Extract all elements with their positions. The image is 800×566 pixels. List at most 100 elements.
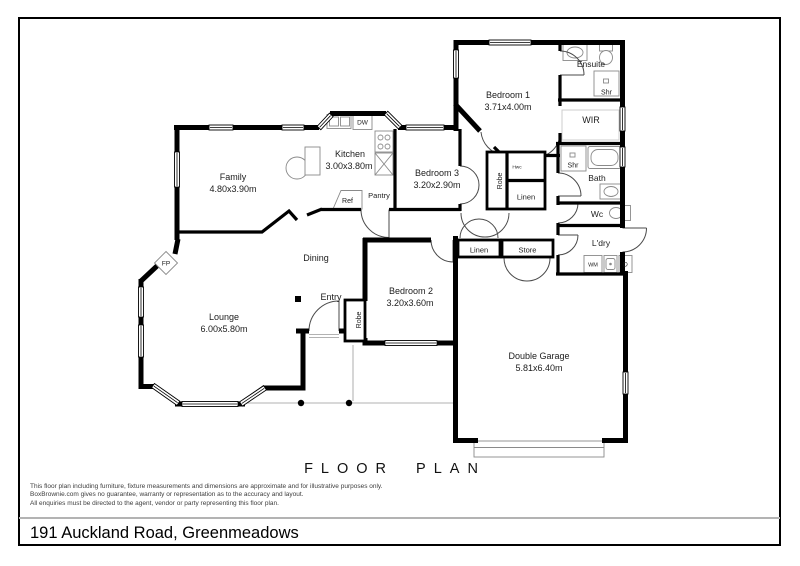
family-room-label: Family	[220, 172, 247, 182]
fireplace	[153, 250, 179, 276]
fireplace-label: FP	[162, 261, 170, 268]
kitchen-door	[360, 209, 390, 238]
window	[174, 151, 180, 188]
washing-machine-label: WM	[588, 263, 598, 269]
dishwasher-label: DW	[357, 120, 369, 127]
labels-layer: Family 4.80x3.90m Lounge 6.00x5.80m Kitc…	[162, 59, 628, 373]
entry-column	[295, 296, 301, 302]
windows-layer	[138, 39, 629, 407]
porch-post	[297, 399, 305, 407]
ensuite-shower-label: Shr	[601, 90, 613, 97]
ensuite-basin	[562, 44, 588, 61]
bath-shower	[560, 145, 587, 172]
window	[238, 385, 268, 407]
window	[619, 146, 626, 168]
bedroom2-door	[430, 239, 454, 263]
bedroom1-room-label: Bedroom 1	[486, 90, 530, 100]
bedroom3-room-label: Bedroom 3	[415, 168, 459, 178]
bedroom2-room-label: Bedroom 2	[389, 286, 433, 296]
bath-basin	[599, 183, 623, 200]
property-address: 191 Auckland Road, Greenmeadows	[30, 523, 299, 542]
garage-linen	[456, 238, 502, 259]
wir-shelving	[561, 109, 620, 141]
wc-door	[557, 202, 579, 224]
disclaimer-text: This floor plan including furniture, fix…	[30, 483, 383, 508]
bath-shower-label: Shr	[568, 163, 580, 170]
window	[619, 106, 626, 132]
closet-boxes	[343, 150, 555, 343]
lounge-room-dims: 6.00x5.80m	[200, 324, 247, 334]
bath-label: Bath	[588, 173, 606, 183]
cooktop	[374, 130, 394, 153]
linen-cupboard-doors	[459, 218, 499, 239]
hall-robe-linen-unit	[485, 150, 547, 211]
dryer-label: D	[623, 262, 628, 269]
window	[384, 340, 438, 346]
window	[138, 324, 144, 358]
garage-room-label: Double Garage	[508, 351, 569, 361]
entry-door	[308, 300, 340, 332]
pantry-label: Pantry	[368, 191, 390, 200]
garage-linen-label: Linen	[470, 246, 488, 255]
store-doors	[503, 257, 551, 282]
bedroom3-doors	[459, 165, 480, 205]
entry-label: Entry	[320, 292, 342, 302]
oven-tower	[374, 152, 394, 176]
laundry-tub	[603, 255, 618, 273]
window	[181, 401, 239, 407]
exterior-walls	[138, 40, 628, 443]
disclaimer-line: BoxBrownie.com gives no guarantee, warra…	[30, 491, 304, 499]
window	[316, 112, 334, 131]
lounge-room-label: Lounge	[209, 312, 239, 322]
laundry-label: L'dry	[592, 238, 611, 248]
disclaimer-line: All enquiries must be directed to the ag…	[30, 499, 279, 507]
hwc-label: Hwc	[512, 165, 522, 171]
kitchen-room-label: Kitchen	[335, 149, 365, 159]
laundry-door	[557, 234, 579, 256]
window	[488, 39, 532, 46]
ensuite-shower	[593, 70, 620, 97]
hall-linen-label: Linen	[517, 193, 535, 202]
window	[622, 371, 629, 395]
window	[208, 124, 234, 131]
bedroom2-robe-label: Robe	[356, 312, 363, 329]
hall-robe-label: Robe	[497, 173, 504, 190]
window	[453, 49, 459, 79]
fixtures-layer	[153, 44, 633, 458]
garage-door	[473, 440, 605, 458]
wc-label: Wc	[591, 209, 604, 219]
round-table	[285, 146, 321, 180]
hall-double-doors	[460, 212, 510, 238]
bedroom2-room-dims: 3.20x3.60m	[386, 298, 433, 308]
page-border	[18, 17, 781, 546]
bathtub	[587, 146, 622, 169]
garage-room-dims: 5.81x6.40m	[515, 363, 562, 373]
dining-room-label: Dining	[303, 253, 329, 263]
window	[281, 124, 305, 131]
window	[405, 124, 445, 131]
window	[383, 110, 403, 130]
disclaimer-line: This floor plan including furniture, fix…	[30, 483, 383, 490]
store-label: Store	[519, 246, 537, 255]
laundry-external-door	[622, 227, 647, 253]
bath-door	[557, 172, 582, 197]
kitchen-room-dims: 3.00x3.80m	[325, 161, 372, 171]
bedroom1-room-dims: 3.71x4.00m	[484, 102, 531, 112]
window	[138, 286, 144, 318]
ensuite-toilet	[599, 44, 613, 65]
interior-walls	[179, 44, 627, 276]
family-room-dims: 4.80x3.90m	[209, 184, 256, 194]
ensuite-label: Ensuite	[577, 59, 606, 69]
porch-post	[345, 399, 353, 407]
address-bar: 191 Auckland Road, Greenmeadows	[19, 517, 780, 547]
wir-label: WIR	[582, 115, 600, 125]
bedroom3-room-dims: 3.20x2.90m	[413, 180, 460, 190]
store-cupboard	[500, 238, 555, 259]
window	[150, 382, 181, 406]
floor-plan-title: FLOOR PLAN	[304, 461, 486, 477]
floor-plan-drawing: Family 4.80x3.90m Lounge 6.00x5.80m Kitc…	[138, 39, 647, 458]
ensuite-door	[559, 50, 585, 76]
fridge-label: Ref	[342, 198, 353, 205]
bedroom2-robe	[343, 298, 367, 343]
